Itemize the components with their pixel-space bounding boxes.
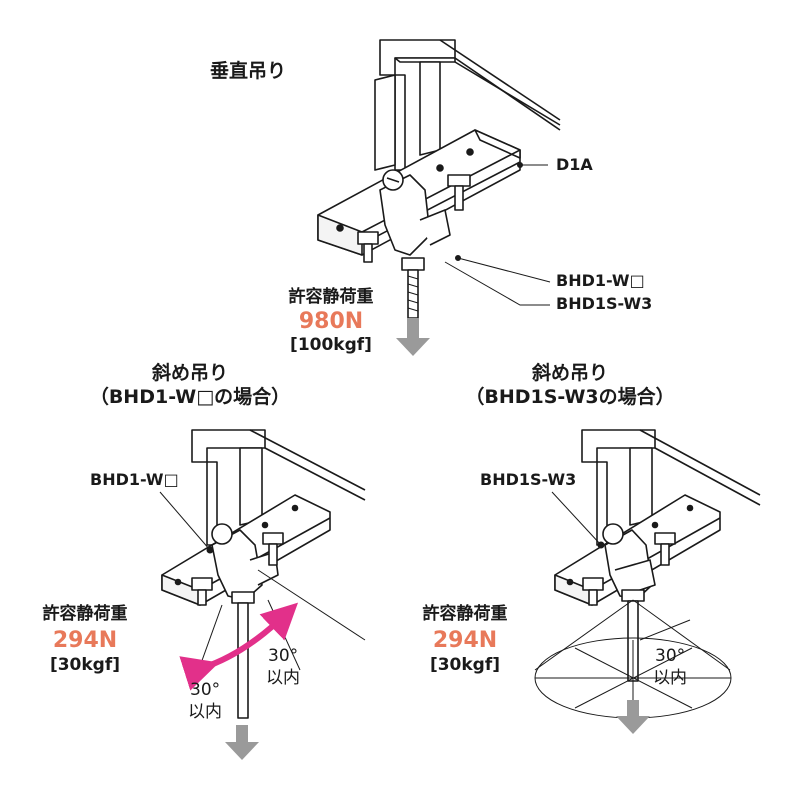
left-load-kgf: [30kgf] (49, 655, 121, 675)
left-assembly (161, 429, 366, 719)
top-load-kgf: [100kgf] (290, 335, 372, 355)
left-load-title: 許容静荷重 (42, 604, 128, 624)
top-load-title: 許容静荷重 (288, 287, 374, 307)
left-angle-left-text: 以内 (188, 702, 222, 722)
right-bolts (582, 532, 676, 606)
top-label-bhd1s-w3: BHD1S-W3 (556, 294, 653, 313)
right-clamp (602, 523, 656, 601)
top-clamp (379, 169, 451, 256)
top-load-value: 980N (298, 309, 364, 334)
right-part-label: BHD1S-W3 (480, 470, 577, 489)
left-title-line2: （BHD1-W□の場合） (89, 386, 291, 408)
left-load-value: 294N (52, 628, 118, 653)
left-clamp (211, 523, 279, 601)
top-label-d1a: D1A (556, 155, 593, 174)
top-assembly (317, 39, 561, 319)
left-leader-line (159, 491, 214, 554)
top-leader-lines (444, 162, 551, 306)
right-load-title: 許容静荷重 (422, 604, 508, 624)
top-title: 垂直吊り (210, 60, 287, 82)
left-part-label: BHD1-W□ (90, 470, 179, 489)
top-rod (401, 257, 425, 319)
left-angle-left-deg: 30° (190, 680, 221, 700)
right-angle-deg: 30° (655, 646, 686, 666)
top-bolts (357, 174, 471, 263)
right-leader-line (551, 491, 605, 549)
left-load-arrow (225, 725, 259, 760)
right-load-kgf: [30kgf] (429, 655, 501, 675)
left-title-line1: 斜め吊り (151, 362, 228, 384)
top-label-bhd1-w: BHD1-W□ (556, 271, 645, 290)
right-load-arrow (616, 700, 650, 734)
right-title-line1: 斜め吊り (531, 362, 608, 384)
right-title-line2: （BHD1S-W3の場合） (465, 386, 675, 408)
right-angle-text: 以内 (653, 668, 687, 688)
left-bolts (191, 532, 284, 606)
left-swing-arrow (179, 602, 299, 691)
top-load-arrow (396, 318, 430, 356)
right-load-value: 294N (432, 628, 498, 653)
left-angle-right-text: 以内 (266, 668, 300, 688)
right-assembly (554, 429, 761, 682)
top-beam (374, 39, 561, 171)
left-angle-right-deg: 30° (268, 646, 299, 666)
left-beam (191, 429, 366, 546)
